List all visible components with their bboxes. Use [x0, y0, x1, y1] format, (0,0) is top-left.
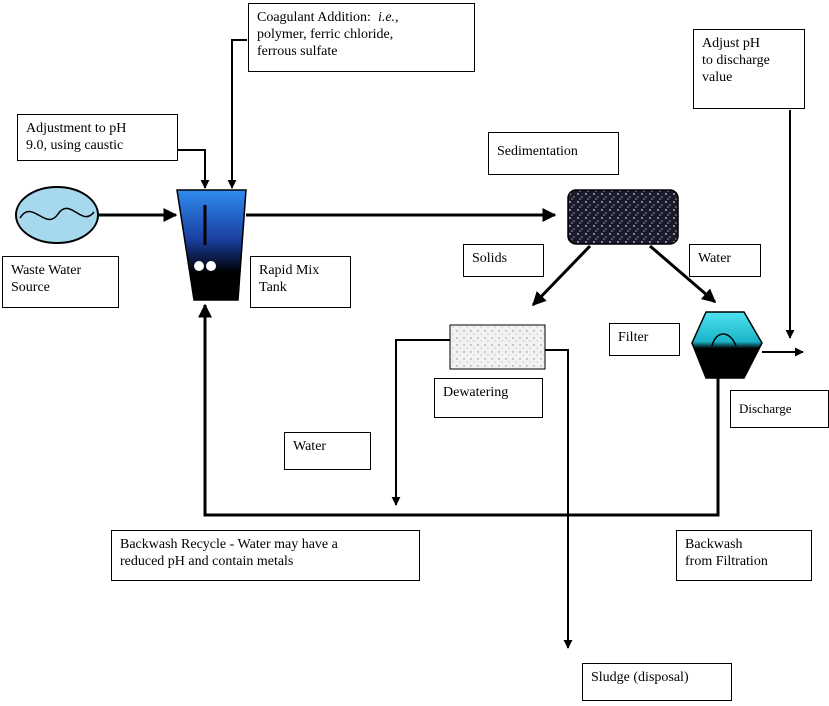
sedimentation-label: Sedimentation — [488, 132, 619, 175]
coagulant-arrow — [227, 39, 247, 189]
waste-water-source-label: Waste Water Source — [2, 256, 119, 308]
sludge-disposal-label: Sludge (disposal) — [582, 663, 732, 701]
ph-adjustment-label: Adjustment to pH 9.0, using caustic — [17, 114, 178, 161]
sedimentation-icon — [567, 189, 679, 245]
waste-water-source-icon — [15, 186, 99, 244]
backwash-recycle-line — [198, 303, 720, 517]
water-label-top: Water — [689, 244, 761, 277]
ph-adjust-arrow — [178, 149, 210, 189]
dewatering-icon — [449, 324, 546, 370]
filter-icon — [691, 311, 763, 379]
backwash-recycle-label: Backwash Recycle - Water may have a redu… — [111, 530, 420, 581]
water-label-mid: Water — [284, 432, 371, 470]
dewatering-water-return-line — [391, 339, 450, 506]
coagulant-addition-label: Coagulant Addition: i.e., polymer, ferri… — [248, 3, 475, 72]
discharge-label: Discharge — [730, 390, 829, 428]
backwash-filtration-label: Backwash from Filtration — [676, 530, 812, 581]
rapid-mix-tank-icon — [176, 189, 247, 301]
filter-label: Filter — [609, 323, 680, 356]
rapid-mix-tank-label: Rapid Mix Tank — [250, 256, 351, 308]
adjust-ph-discharge-label: Adjust pH to discharge value — [693, 29, 805, 109]
dewatering-label: Dewatering — [434, 378, 543, 418]
solids-label: Solids — [463, 244, 544, 277]
water-to-filter-arrow — [649, 244, 717, 304]
sludge-arrow — [545, 349, 573, 649]
solids-arrow — [531, 244, 592, 307]
